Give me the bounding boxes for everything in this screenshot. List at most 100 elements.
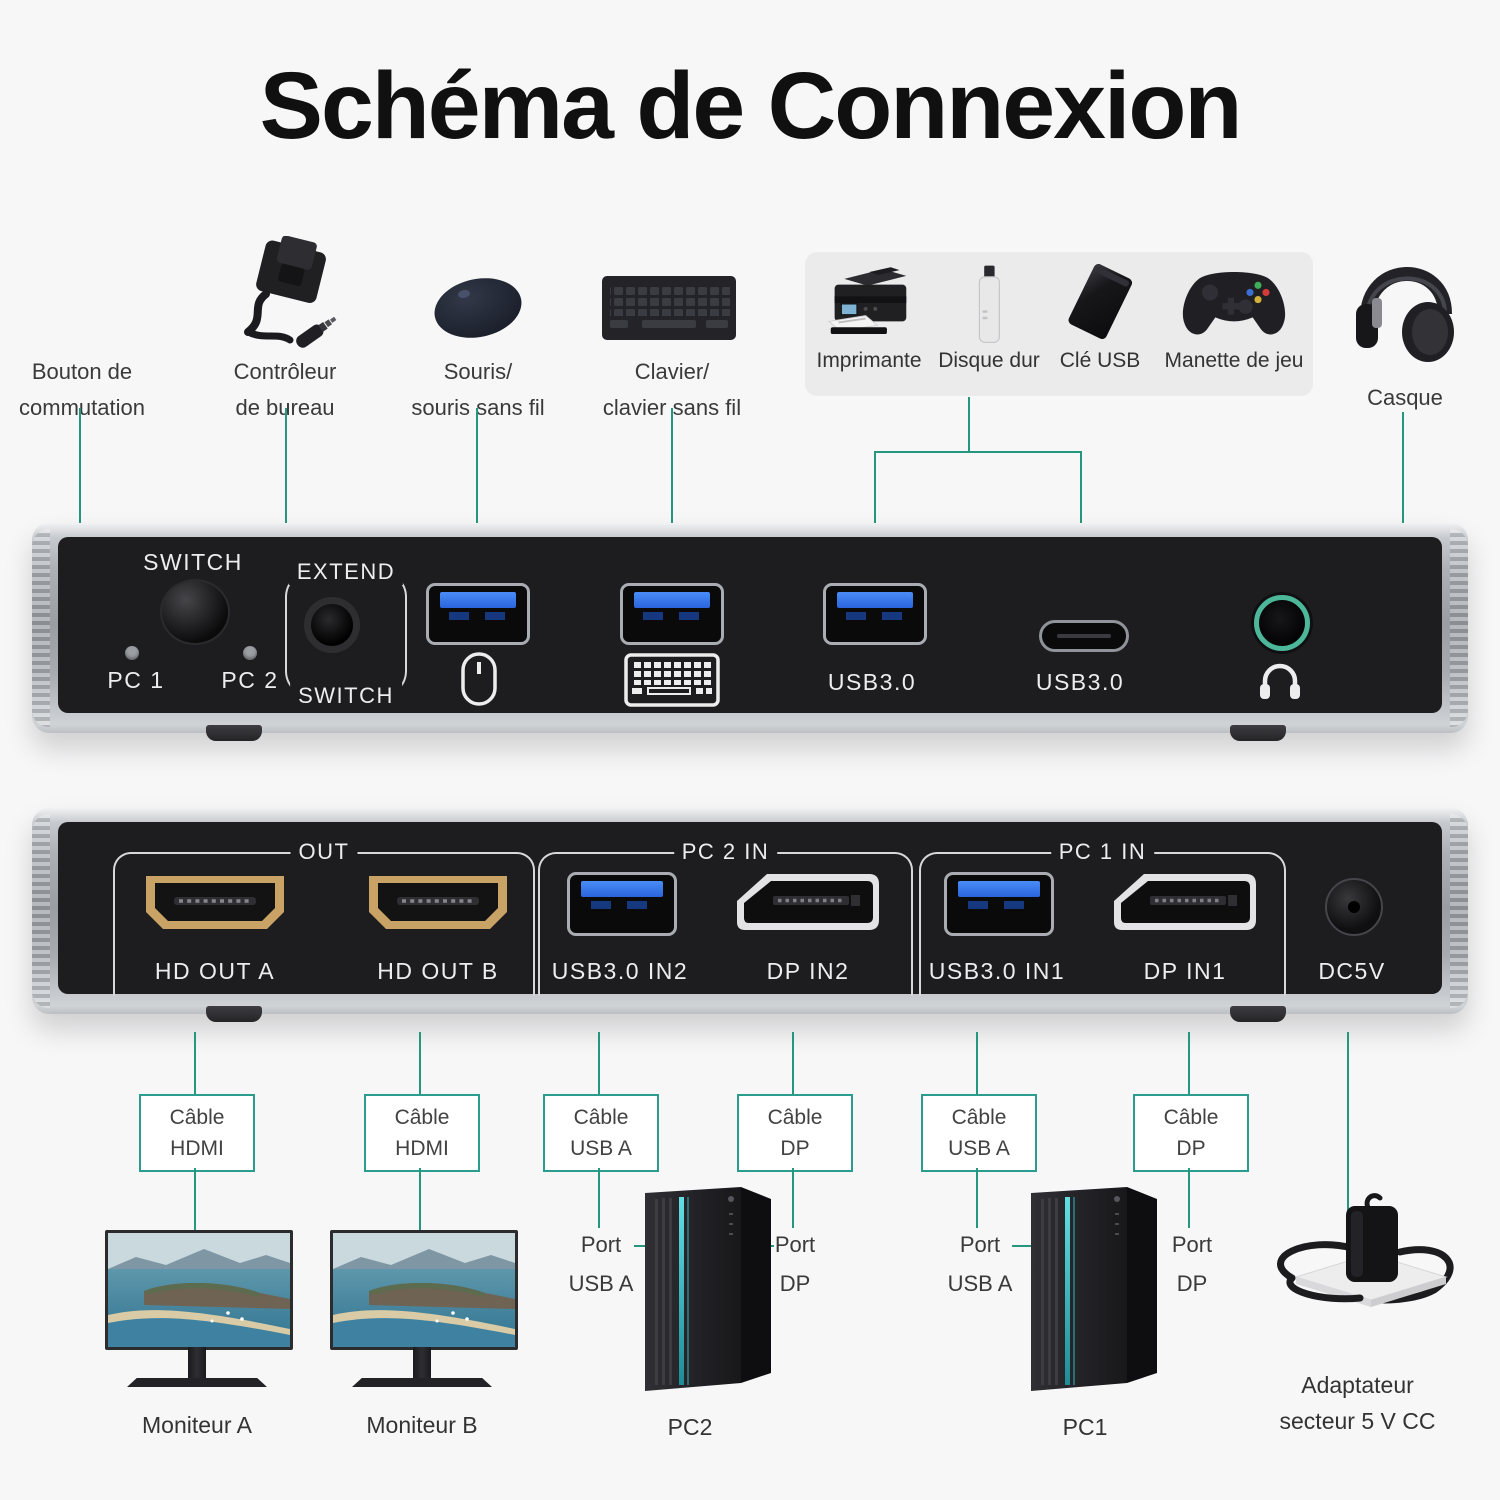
front-switch-label: SWITCH bbox=[143, 549, 243, 575]
keyboard-port-icon bbox=[624, 653, 720, 707]
label-monitor-a: Moniteur A bbox=[142, 1412, 252, 1438]
front-usb3-label: USB3.0 bbox=[827, 669, 917, 695]
keyboard-icon bbox=[602, 276, 736, 340]
label-pc2: PC2 bbox=[667, 1414, 713, 1440]
cable-box-dp-pc1: Câble DP bbox=[1133, 1094, 1249, 1172]
connector-line bbox=[598, 1032, 600, 1094]
usb-port-mouse[interactable] bbox=[426, 583, 530, 645]
usb-port-in2[interactable] bbox=[567, 872, 677, 936]
headphone-jack[interactable] bbox=[1254, 595, 1310, 651]
connector-line bbox=[792, 1032, 794, 1094]
mouse-port-icon bbox=[461, 652, 497, 706]
label-port-usb-pc2: Port USB A bbox=[568, 1232, 634, 1296]
connector-line bbox=[968, 397, 970, 453]
cable-box-hdmi-b: Câble HDMI bbox=[364, 1094, 480, 1172]
hdmi-port-out-a[interactable] bbox=[140, 872, 290, 934]
device-foot bbox=[1230, 725, 1286, 741]
usb-devices-group: Imprimante Disque dur Clé USB bbox=[805, 252, 1313, 396]
usb-tongue bbox=[581, 881, 663, 897]
pc2-led-label: PC 2 bbox=[221, 667, 279, 693]
dp-port-in1[interactable] bbox=[1110, 871, 1260, 933]
monitor-a bbox=[105, 1230, 293, 1350]
label-hard-drive: Disque dur bbox=[938, 349, 1040, 372]
label-usb-key: Clé USB bbox=[1059, 349, 1141, 372]
connector-line bbox=[792, 1168, 794, 1228]
extend-switch-bracket: EXTEND SWITCH bbox=[285, 559, 407, 709]
connector-line bbox=[194, 1168, 196, 1232]
hd-out-b-label: HD OUT B bbox=[377, 958, 499, 984]
connector-line bbox=[1012, 1245, 1034, 1247]
pc2-tower bbox=[645, 1187, 771, 1391]
usb-in1-label: USB3.0 IN1 bbox=[928, 958, 1066, 984]
connector-line bbox=[1188, 1168, 1190, 1228]
label-printer: Imprimante bbox=[816, 349, 922, 372]
pc2-led bbox=[243, 646, 257, 660]
connector-line bbox=[1188, 1032, 1190, 1094]
connector-line bbox=[1402, 412, 1404, 629]
cable-box-usb-pc1: Câble USB A bbox=[921, 1094, 1037, 1172]
out-section-bracket: OUT bbox=[113, 839, 535, 996]
hd-out-a-label: HD OUT A bbox=[154, 958, 276, 984]
label-mouse: Souris/ souris sans fil bbox=[411, 359, 545, 420]
usb-pads bbox=[590, 901, 611, 909]
connector-line bbox=[194, 1032, 196, 1094]
desktop-controller-icon bbox=[244, 236, 337, 348]
usb-c-port[interactable] bbox=[1039, 620, 1129, 652]
usb-tongue bbox=[836, 592, 914, 608]
pc2-in-section-label: PC 2 IN bbox=[673, 839, 778, 865]
usb-port-keyboard[interactable] bbox=[620, 583, 724, 645]
connector-line bbox=[976, 1032, 978, 1094]
hdmi-port-out-b[interactable] bbox=[363, 872, 513, 934]
mouse-icon bbox=[434, 278, 522, 338]
label-adapter: Adaptateur secteur 5 V CC bbox=[1279, 1372, 1436, 1434]
usb-pads bbox=[967, 901, 988, 909]
device-foot bbox=[1230, 1006, 1286, 1022]
dc5v-label: DC5V bbox=[1318, 958, 1386, 984]
usb-key-icon bbox=[1068, 263, 1133, 339]
monitor-b-base bbox=[352, 1378, 492, 1387]
out-section-label: OUT bbox=[290, 839, 358, 865]
label-keyboard: Clavier/ clavier sans fil bbox=[602, 359, 742, 420]
dc-power-jack[interactable] bbox=[1325, 878, 1383, 936]
extend-switch-label: SWITCH bbox=[290, 683, 402, 709]
pc1-led-label: PC 1 bbox=[107, 667, 165, 693]
cable-box-hdmi-a: Câble HDMI bbox=[139, 1094, 255, 1172]
label-port-dp-pc1: Port DP bbox=[1171, 1232, 1213, 1296]
front-usbc-label: USB3.0 bbox=[1035, 669, 1125, 695]
cable-box-dp-pc2: Câble DP bbox=[737, 1094, 853, 1172]
headset-icon bbox=[1356, 267, 1454, 362]
monitor-b-screen bbox=[333, 1233, 515, 1347]
headphone-port-icon bbox=[1260, 663, 1300, 699]
usb-tongue bbox=[633, 592, 711, 608]
cable-box-usb-pc2: Câble USB A bbox=[543, 1094, 659, 1172]
connector-line bbox=[419, 1032, 421, 1094]
usb-key-item: Clé USB bbox=[1045, 263, 1155, 373]
dp-port-in2[interactable] bbox=[733, 871, 883, 933]
monitor-b-stand bbox=[413, 1347, 431, 1378]
label-gamepad: Manette de jeu bbox=[1164, 349, 1304, 372]
extend-switch-jack[interactable] bbox=[304, 597, 360, 653]
usb-port-usb3[interactable] bbox=[823, 583, 927, 645]
connector-line bbox=[476, 408, 478, 588]
gamepad-item: Manette de jeu bbox=[1155, 264, 1313, 373]
switch-button[interactable] bbox=[160, 579, 230, 645]
label-desktop-controller: Contrôleur de bureau bbox=[233, 359, 337, 420]
connector-line bbox=[285, 408, 287, 632]
monitor-a-screen bbox=[108, 1233, 290, 1347]
label-pc1: PC1 bbox=[1062, 1414, 1108, 1440]
dp-in1-label: DP IN1 bbox=[1143, 958, 1227, 984]
extend-label: EXTEND bbox=[288, 559, 404, 585]
monitor-a-base bbox=[127, 1378, 267, 1387]
connector-line bbox=[671, 408, 673, 588]
printer-icon bbox=[827, 267, 907, 335]
printer-item: Imprimante bbox=[805, 264, 933, 373]
connector-line bbox=[874, 451, 876, 587]
monitor-b bbox=[330, 1230, 518, 1350]
label-port-dp-pc2: Port DP bbox=[774, 1232, 816, 1296]
hard-drive-icon bbox=[978, 265, 1000, 343]
usb-tongue bbox=[439, 592, 517, 608]
usb-pads bbox=[642, 612, 663, 620]
pc1-in-section-label: PC 1 IN bbox=[1050, 839, 1155, 865]
usb-port-in1[interactable] bbox=[944, 872, 1054, 936]
